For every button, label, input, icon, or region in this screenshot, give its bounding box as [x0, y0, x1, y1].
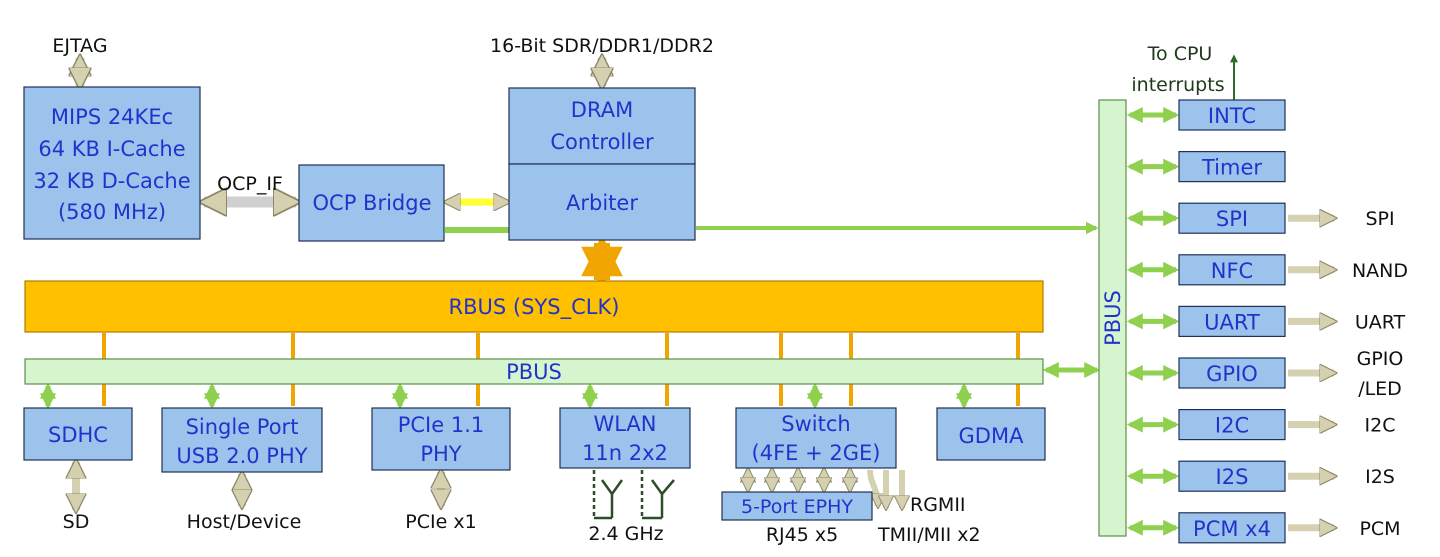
cpu-line3: 32 KB D-Cache: [33, 169, 190, 193]
uart-block: UART: [1178, 305, 1286, 337]
switch-line2: (4FE + 2GE): [752, 441, 881, 465]
spi-label: SPI: [1216, 207, 1248, 231]
pbus-vertical-bar: PBUS: [1098, 99, 1127, 537]
i2c-ext-label: I2C: [1365, 415, 1396, 437]
wlan-antenna-icon: [592, 470, 675, 520]
timer-label: Timer: [1201, 156, 1262, 180]
pcm-x4-block: PCM x4: [1178, 512, 1286, 544]
pcie-line2: PHY: [420, 442, 461, 466]
dram-line1: DRAM: [571, 98, 633, 122]
pbus-h-label: PBUS: [506, 360, 562, 384]
spi-ext-label: SPI: [1365, 208, 1394, 230]
pcie-ext-label: PCIe x1: [405, 511, 476, 533]
ocp-bridge-label: OCP Bridge: [313, 191, 432, 215]
pcie-phy-block: PCIe 1.1 PHY: [371, 407, 511, 471]
wlan-line1: WLAN: [593, 412, 656, 436]
pcm-x4-ext-label: PCM: [1359, 518, 1400, 540]
gdma-block: GDMA: [936, 407, 1046, 461]
to-cpu-line1: To CPU: [1147, 43, 1213, 65]
spi-block: SPI: [1178, 202, 1286, 234]
sdhc-block: SDHC: [23, 407, 133, 461]
wlan-line2: 11n 2x2: [582, 441, 668, 465]
usb-line2: USB 2.0 PHY: [176, 444, 307, 468]
intc-block: INTC: [1178, 99, 1286, 131]
usb-ext-label: Host/Device: [187, 511, 302, 533]
usb-line1: Single Port: [186, 415, 299, 439]
gdma-label: GDMA: [959, 424, 1025, 448]
rgmii-arrows: [867, 469, 902, 508]
nfc-label: NFC: [1211, 259, 1253, 283]
cpu-line2: 64 KB I-Cache: [38, 137, 185, 161]
i2c-block: I2C: [1178, 409, 1286, 441]
timer-block: Timer: [1178, 151, 1286, 183]
switch-block: Switch (4FE + 2GE): [735, 407, 897, 469]
intc-label: INTC: [1208, 104, 1256, 128]
ejtag-label: EJTAG: [52, 35, 107, 57]
cpu-block: MIPS 24KEc 64 KB I-Cache 32 KB D-Cache (…: [23, 86, 201, 240]
sd-label: SD: [63, 511, 90, 533]
wlan-ext-label: 2.4 GHz: [588, 523, 663, 545]
ephy-block: 5-Port EPHY: [721, 491, 873, 521]
ocp-if-label: OCP_IF: [217, 173, 283, 195]
cpu-line1: MIPS 24KEc: [51, 105, 173, 129]
pcm-x4-label: PCM x4: [1193, 517, 1271, 541]
switch-ephy-arrows: [748, 470, 850, 490]
gpio-label: GPIO: [1206, 362, 1258, 386]
ephy-label: 5-Port EPHY: [741, 496, 853, 518]
pbus-horizontal-bar: PBUS: [24, 358, 1044, 385]
i2s-block: I2S: [1178, 460, 1286, 492]
cpu-line4: (580 MHz): [58, 200, 166, 224]
i2c-label: I2C: [1215, 414, 1249, 438]
i2s-ext-label: I2S: [1365, 466, 1395, 488]
i2s-label: I2S: [1216, 465, 1249, 489]
usb-phy-block: Single Port USB 2.0 PHY: [161, 407, 323, 473]
gpio-ext-label: GPIO: [1357, 348, 1404, 370]
to-cpu-line2: interrupts: [1131, 74, 1224, 96]
ephy-ext-label: RJ45 x5: [766, 524, 838, 546]
gpio-block: GPIO: [1178, 357, 1286, 389]
rgmii-label: RGMII: [910, 494, 966, 516]
sdhc-label: SDHC: [48, 423, 108, 447]
wlan-block: WLAN 11n 2x2: [559, 407, 691, 469]
gpio-ext-label-2: /LED: [1358, 378, 1402, 400]
dram-controller-block: DRAM Controller Arbiter: [508, 87, 696, 241]
dram-line2: Controller: [550, 130, 654, 154]
rbus-label: RBUS (SYS_CLK): [449, 295, 620, 320]
pbus-drop-arrows: [39, 382, 973, 410]
uart-ext-label: UART: [1355, 311, 1406, 333]
ocp-bridge-block: OCP Bridge: [298, 164, 445, 242]
nfc-ext-label: NAND: [1352, 260, 1408, 282]
rbus-bar: RBUS (SYS_CLK): [24, 280, 1044, 333]
switch-line1: Switch: [781, 412, 850, 436]
arbiter-label: Arbiter: [566, 191, 638, 215]
tmii-label: TMII/MII x2: [877, 524, 981, 546]
dram-title: 16-Bit SDR/DDR1/DDR2: [490, 35, 714, 57]
pbus-v-label: PBUS: [1101, 290, 1125, 346]
uart-label: UART: [1204, 310, 1260, 334]
pcie-line1: PCIe 1.1: [398, 413, 485, 437]
peripheral-arrows: [1126, 106, 1334, 528]
nfc-block: NFC: [1178, 254, 1286, 286]
